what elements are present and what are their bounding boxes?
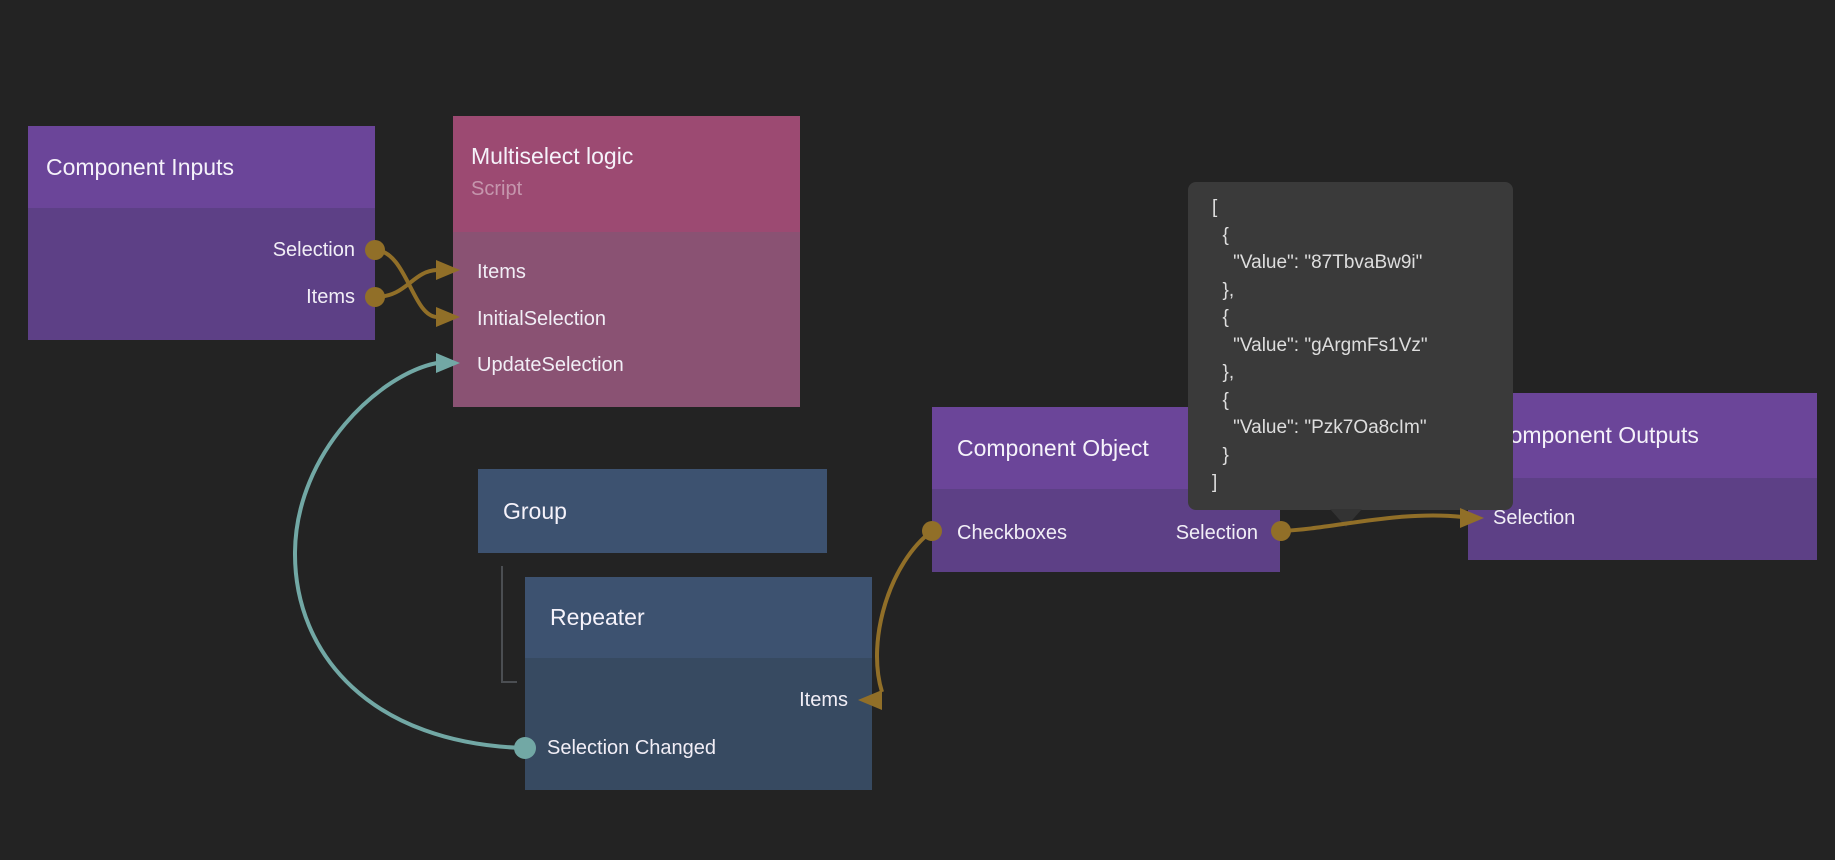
port-items-input[interactable]: Items bbox=[477, 261, 526, 283]
node-body: Items InitialSelection UpdateSelection bbox=[453, 232, 800, 407]
node-title: Component Inputs bbox=[46, 154, 234, 180]
wire-checkboxes-to-repeater-items[interactable] bbox=[875, 529, 934, 693]
node-body: Selection bbox=[1468, 478, 1817, 560]
node-header: Component Outputs bbox=[1468, 393, 1817, 478]
node-body: Checkboxes Selection bbox=[932, 489, 1280, 572]
node-title: Repeater bbox=[550, 604, 645, 630]
port-initialselection-input[interactable]: InitialSelection bbox=[477, 308, 606, 330]
node-multiselect-logic[interactable]: Multiselect logic Script Items InitialSe… bbox=[453, 116, 800, 407]
port-selection-output[interactable]: Selection bbox=[272, 239, 355, 261]
node-title: Component Outputs bbox=[1493, 422, 1699, 448]
node-body: Items Selection Changed bbox=[525, 658, 872, 790]
node-title: Multiselect logic bbox=[471, 143, 634, 169]
node-component-inputs[interactable]: Component Inputs Selection Items bbox=[28, 126, 375, 340]
node-body: Selection Items bbox=[28, 208, 375, 340]
wire-items-to-items[interactable] bbox=[374, 268, 438, 299]
node-title: Component Object bbox=[957, 435, 1149, 461]
tooltip-json-text: [ { "Value": "87TbvaBw9i" }, { "Value": … bbox=[1212, 197, 1428, 493]
tooltip-pointer bbox=[1330, 509, 1362, 527]
port-selection-input[interactable]: Selection bbox=[1493, 507, 1576, 529]
value-tooltip: [ { "Value": "87TbvaBw9i" }, { "Value": … bbox=[1188, 182, 1513, 527]
node-repeater[interactable]: Repeater Items Selection Changed bbox=[525, 577, 872, 790]
port-items-output[interactable]: Items bbox=[306, 286, 355, 308]
wire-selection-to-initialselection[interactable] bbox=[374, 248, 438, 319]
port-items-input[interactable]: Items bbox=[799, 689, 848, 711]
node-header: Repeater bbox=[525, 577, 872, 658]
wire-selection-changed-to-updateselection[interactable] bbox=[292, 361, 526, 750]
node-component-outputs[interactable]: Component Outputs Selection bbox=[1468, 393, 1817, 560]
port-selection-changed-output[interactable]: Selection Changed bbox=[547, 737, 717, 759]
node-header: Component Inputs bbox=[28, 126, 375, 208]
port-updateselection-input[interactable]: UpdateSelection bbox=[477, 354, 624, 376]
wire-object-selection-to-outputs-selection[interactable] bbox=[1280, 513, 1464, 533]
port-selection-output[interactable]: Selection bbox=[1175, 522, 1258, 544]
node-header: Multiselect logic Script bbox=[453, 116, 800, 232]
node-subtitle: Script bbox=[471, 178, 523, 200]
node-header: Group bbox=[478, 469, 827, 553]
hierarchy-connector-line bbox=[501, 566, 517, 683]
port-checkboxes-input[interactable]: Checkboxes bbox=[957, 522, 1068, 544]
node-title: Group bbox=[503, 498, 567, 524]
node-group[interactable]: Group bbox=[478, 469, 827, 553]
